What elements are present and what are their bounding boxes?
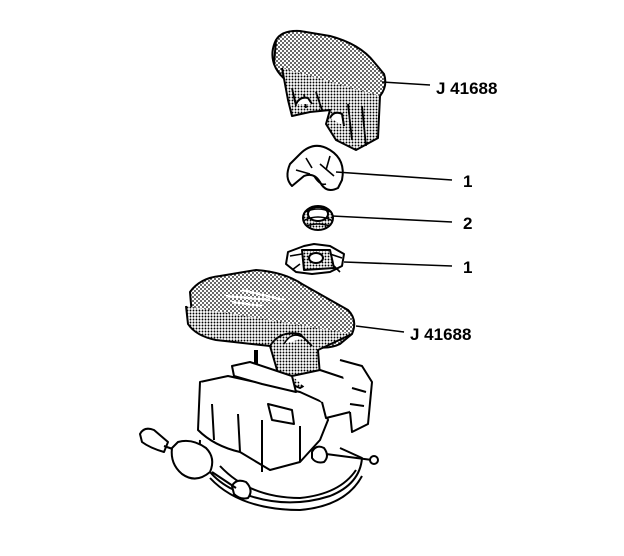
callout-top-tool: J 41688 (436, 79, 498, 98)
leader-part-1-upper (335, 171, 453, 181)
leader-part-2 (331, 215, 453, 223)
spring (302, 205, 334, 231)
lower-spring-retainer (285, 243, 345, 275)
bottom-installer-tool (185, 269, 356, 389)
bench-vise (139, 359, 379, 511)
leader-part-1-lower (343, 261, 453, 267)
leader-bottom-tool (355, 325, 405, 333)
callout-part-1-upper: 1 (463, 172, 473, 191)
leader-top-tool (381, 81, 431, 86)
callout-part-2: 2 (463, 214, 473, 233)
callout-bottom-tool: J 41688 (410, 325, 472, 344)
callout-part-1-lower: 1 (463, 258, 473, 277)
leader-lines (331, 81, 453, 333)
top-installer-tool (271, 29, 387, 151)
upper-spring-retainer (286, 144, 344, 191)
